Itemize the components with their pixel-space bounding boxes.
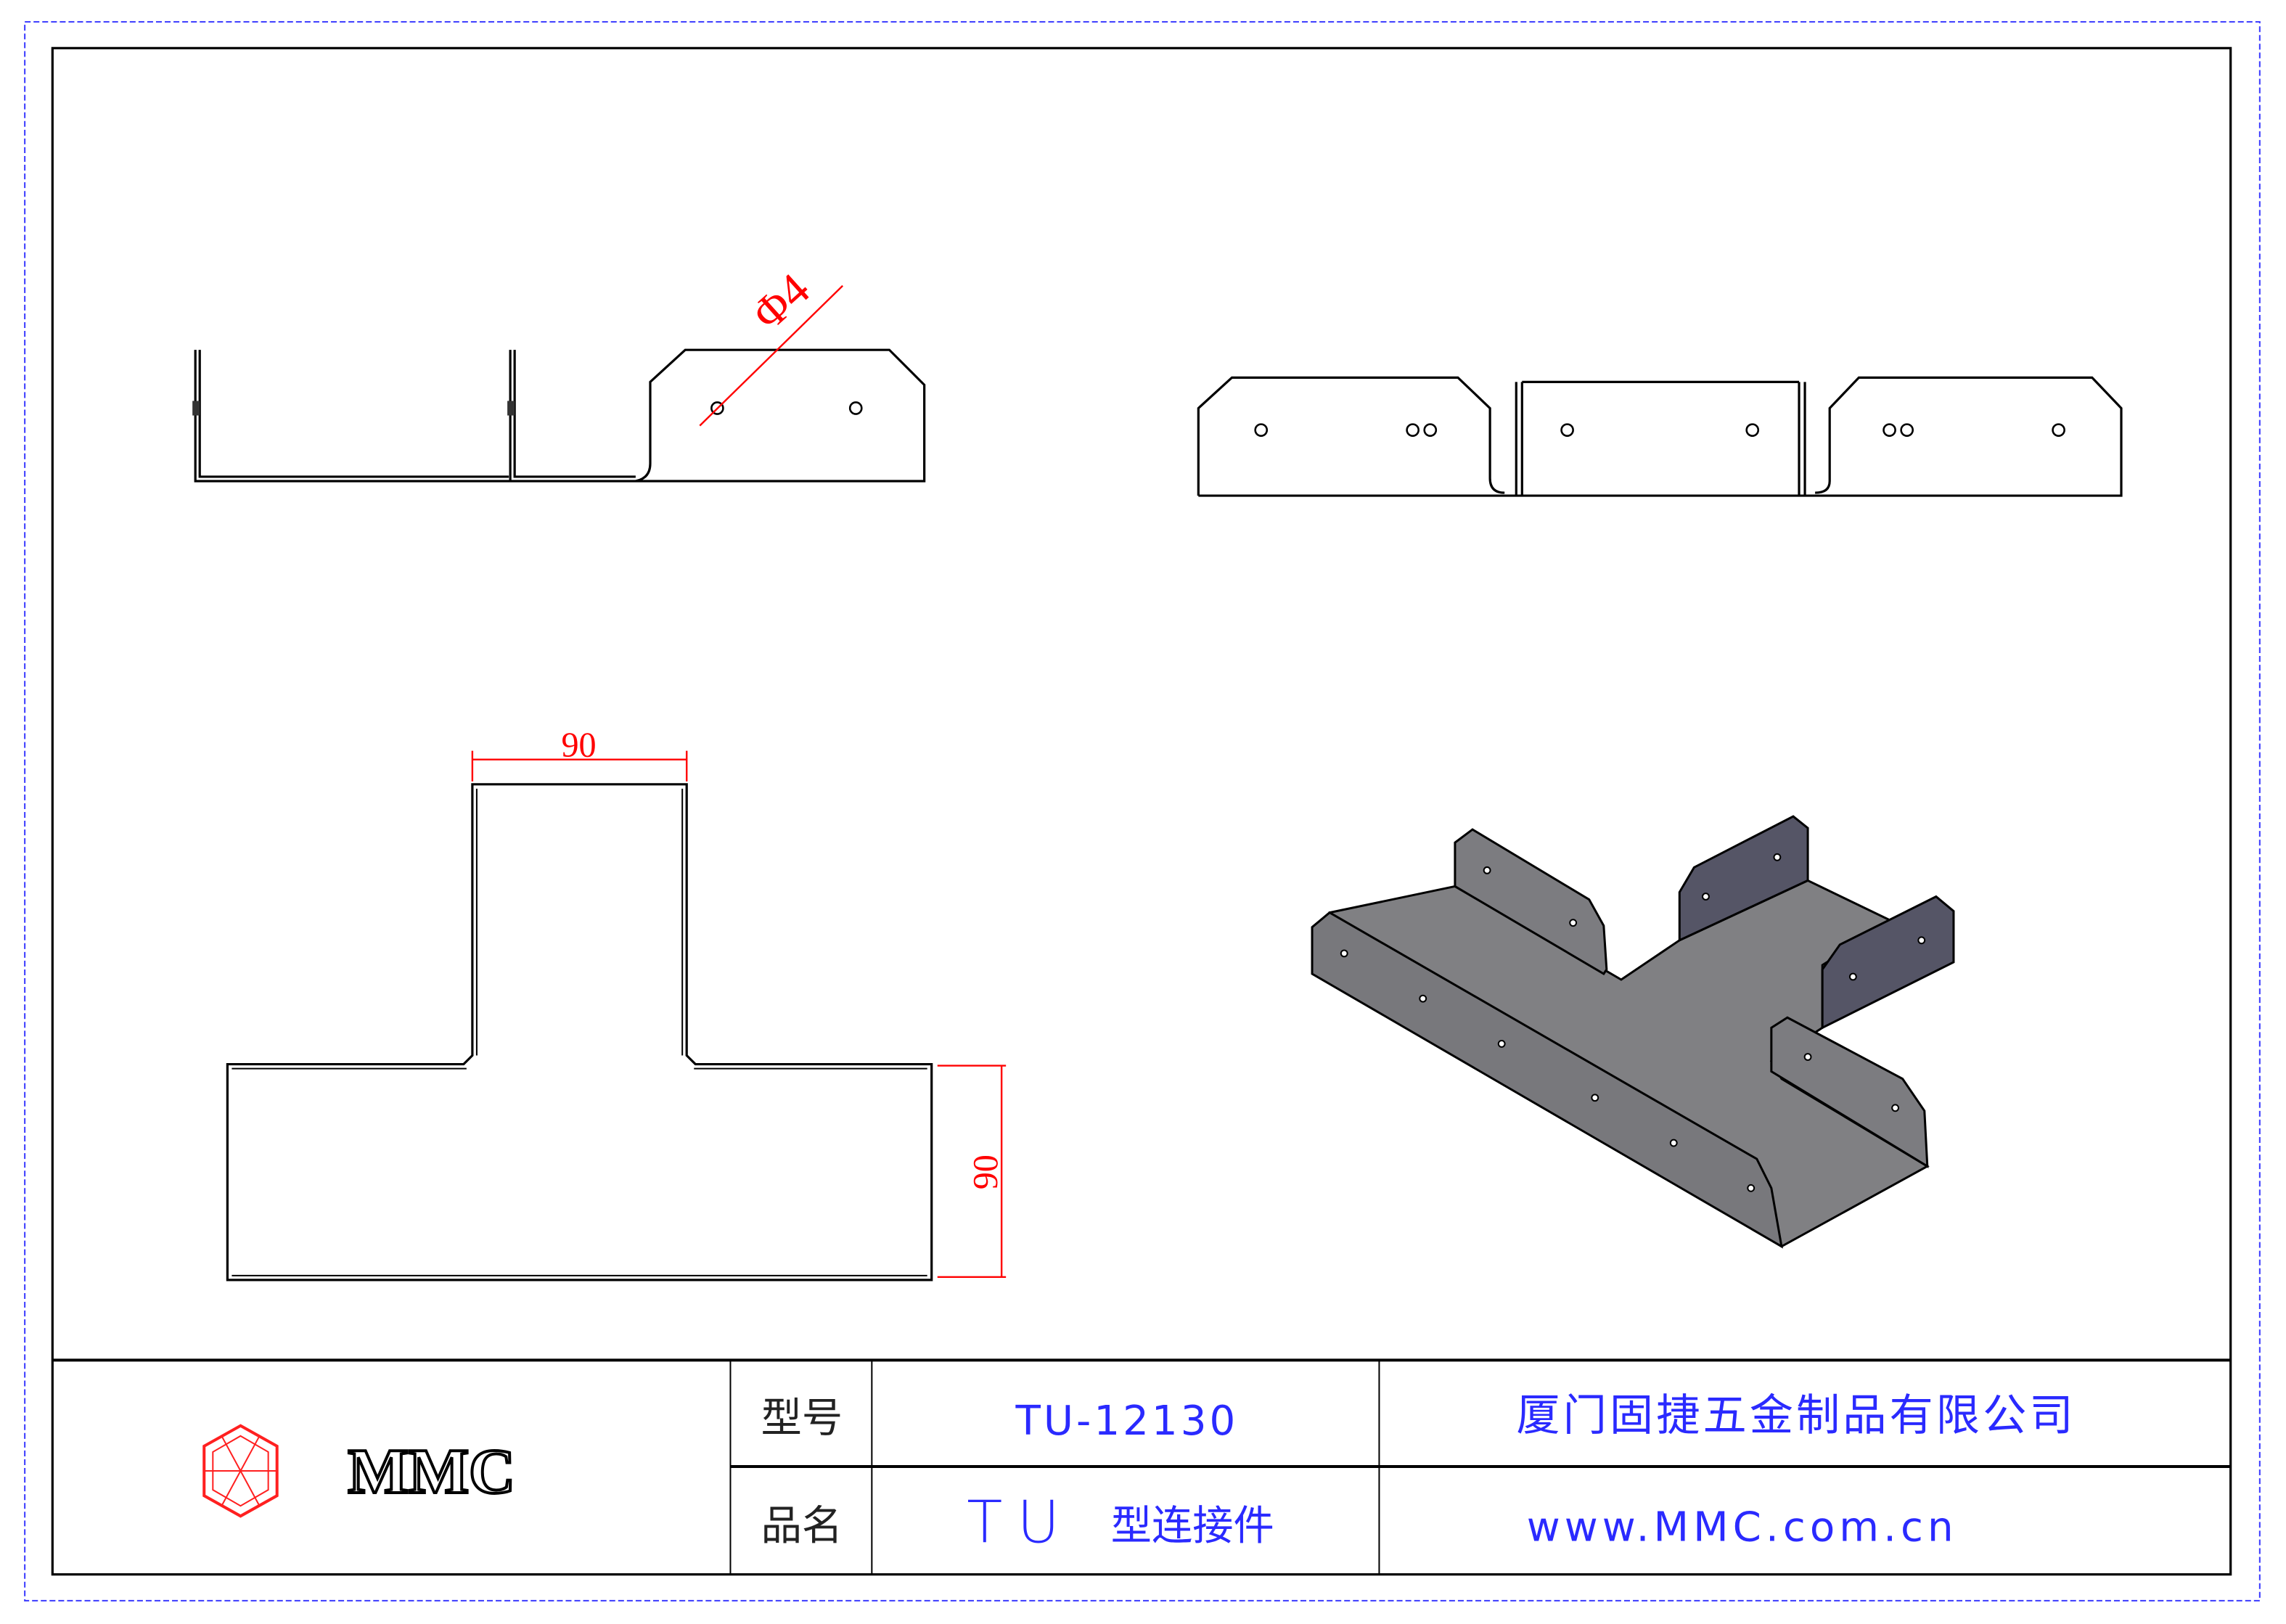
outer-border — [24, 21, 2261, 1602]
hole — [848, 401, 863, 415]
top-view-t: 90 90 — [226, 726, 1007, 1281]
width-dimension-label: 90 — [561, 726, 596, 765]
diameter-leader — [699, 284, 844, 427]
model-label: 型号 — [761, 1395, 843, 1442]
name-label: 品名 — [761, 1502, 843, 1549]
logo-text: MMC — [348, 1436, 515, 1507]
name-value-prefix: TU — [967, 1488, 1074, 1556]
title-block: MMC 型号 TU-12130 厦门固捷五金制品有限公司 品名 TU 型连接件 … — [52, 1358, 2231, 1575]
front-view — [1197, 376, 2123, 497]
company-name: 厦门固捷五金制品有限公司 — [1516, 1390, 2076, 1441]
model-value: TU-12130 — [1015, 1398, 1238, 1445]
height-dimension-label: 90 — [967, 1155, 1005, 1189]
hole-diameter-label: Φ4 — [742, 263, 819, 340]
isometric-view — [1311, 815, 1955, 1249]
website: www.MMC.com.cn — [1527, 1504, 1958, 1551]
side-view-left: Φ4 — [192, 263, 926, 483]
holes-row — [1254, 423, 2065, 438]
company-logo: MMC — [202, 1424, 517, 1518]
inner-frame — [51, 46, 2232, 1576]
name-value-suffix: 型连接件 — [1111, 1502, 1274, 1549]
